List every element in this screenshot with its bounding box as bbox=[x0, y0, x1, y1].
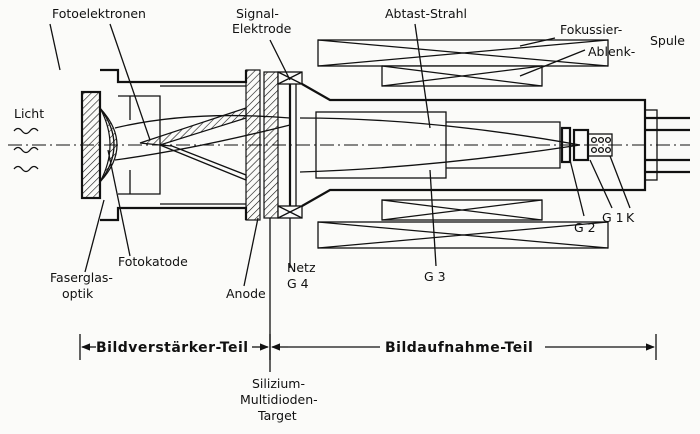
label-silizium-1: Silizium- bbox=[252, 376, 305, 391]
label-licht: Licht bbox=[14, 106, 44, 121]
label-netz: Netz bbox=[287, 260, 316, 275]
label-g2: G 2 bbox=[574, 220, 596, 235]
focus-deflection-coils bbox=[317, 39, 609, 249]
label-abtast-strahl: Abtast-Strahl bbox=[385, 6, 467, 21]
section-dimension-lines bbox=[79, 334, 657, 360]
label-bildverstaerker-teil: Bildverstärker-Teil bbox=[96, 340, 249, 356]
label-g3: G 3 bbox=[424, 269, 446, 284]
label-g1: G 1 bbox=[602, 210, 624, 225]
camera-tube-section bbox=[299, 83, 690, 207]
label-spule: Spule bbox=[650, 33, 685, 48]
label-signal-elektrode-1: Signal- bbox=[236, 6, 279, 21]
image-intensifier-section bbox=[80, 68, 303, 222]
label-silizium-2: Multidioden- bbox=[240, 392, 318, 407]
label-silizium-3: Target bbox=[257, 408, 297, 423]
label-ablenk: Ablenk- bbox=[588, 44, 635, 59]
label-fotokatode: Fotokatode bbox=[118, 254, 188, 269]
label-bildaufnahme-teil: Bildaufnahme-Teil bbox=[385, 340, 533, 356]
label-fokussier: Fokussier- bbox=[560, 22, 622, 37]
label-faserglas-1: Faserglas- bbox=[50, 270, 113, 285]
label-fotoelektronen: Fotoelektronen bbox=[52, 6, 146, 21]
label-k: K bbox=[626, 210, 635, 225]
label-faserglas-2: optik bbox=[62, 286, 94, 301]
leader-lines bbox=[49, 23, 631, 372]
label-anode: Anode bbox=[226, 286, 266, 301]
light-wave-icons bbox=[13, 127, 39, 173]
label-signal-elektrode-2: Elektrode bbox=[232, 21, 292, 36]
label-g4: G 4 bbox=[287, 276, 309, 291]
